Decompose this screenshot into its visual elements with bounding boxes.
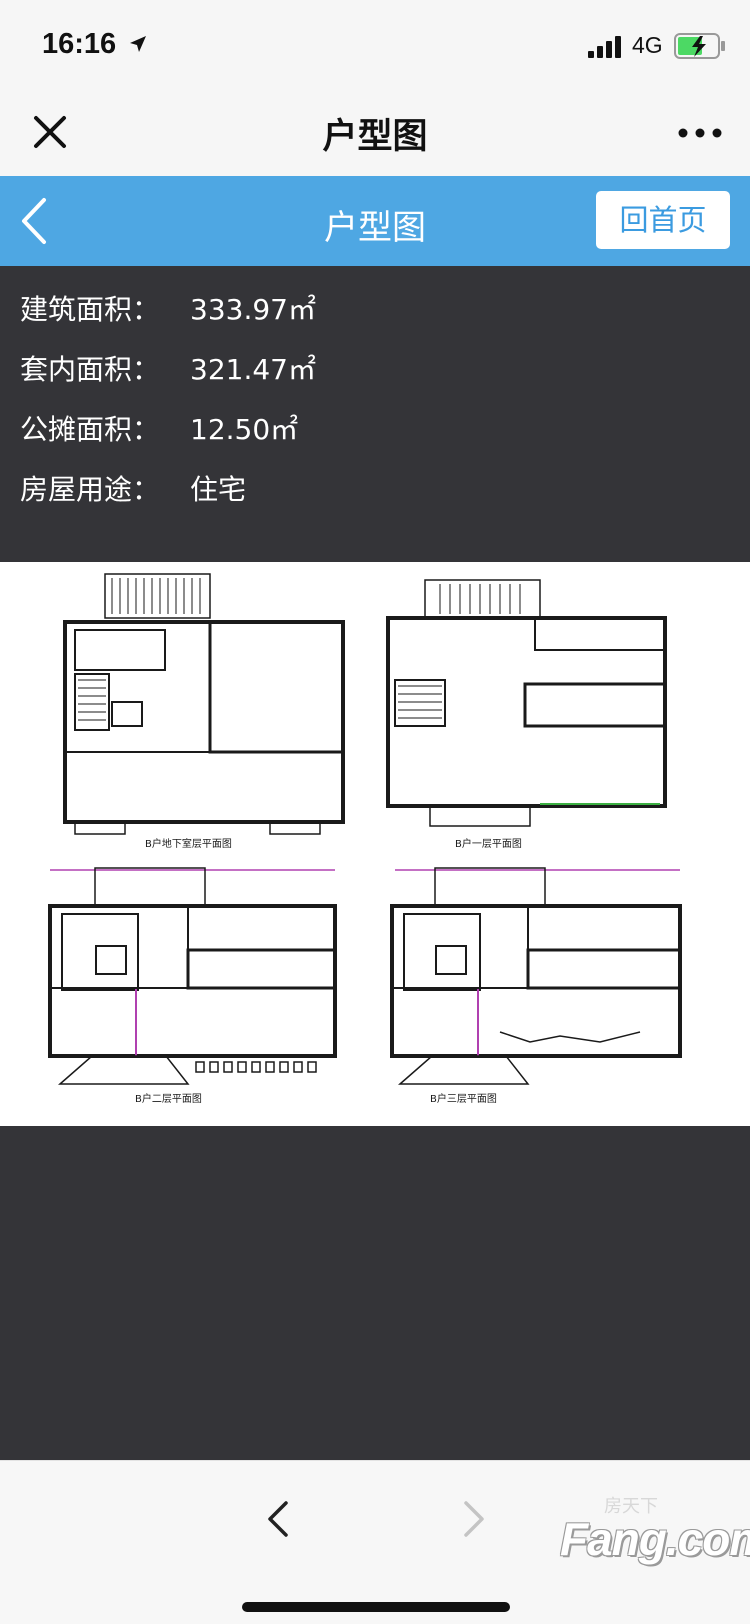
watermark-small-text: 房天下 (604, 1496, 658, 1517)
floorplan-caption: B户三层平面图 (430, 1092, 497, 1105)
info-value: 333.97㎡ (190, 293, 316, 326)
content-area: 建筑面积： 333.97㎡ 套内面积： 321.47㎡ 公摊面积： 12.50㎡… (0, 266, 750, 1460)
info-row: 房屋用途： 住宅 (20, 456, 720, 516)
floorplan-basement: B户地下室层平面图 (63, 573, 345, 850)
floorplan-third: B户三层平面图 (390, 867, 682, 1105)
close-icon[interactable] (30, 112, 70, 152)
watermark-logo: 房天下 Fang.com (560, 1492, 750, 1592)
info-value: 12.50㎡ (190, 413, 299, 446)
floorplan-first: B户一层平面图 (386, 579, 667, 850)
info-row: 公摊面积： 12.50㎡ (20, 396, 720, 456)
floorplan-caption: B户二层平面图 (135, 1092, 202, 1105)
floorplan-image: B户地下室层平面图 B户一层平面图 (0, 562, 750, 1126)
wechat-title: 户型图 (322, 117, 428, 157)
back-icon[interactable] (18, 196, 50, 246)
forward-arrow-icon (464, 1501, 484, 1537)
signal-icon (588, 36, 621, 58)
floorplan-second: B户二层平面图 (48, 867, 337, 1105)
home-button[interactable]: 回首页 (596, 191, 730, 249)
back-arrow-icon[interactable] (258, 1489, 298, 1549)
info-list: 建筑面积： 333.97㎡ 套内面积： 321.47㎡ 公摊面积： 12.50㎡… (20, 276, 720, 516)
battery-charging-icon (674, 33, 725, 59)
info-label: 公摊面积： (20, 413, 161, 446)
bottom-toolbar (0, 1460, 750, 1624)
home-indicator (242, 1602, 510, 1612)
info-label: 套内面积： (20, 353, 161, 386)
watermark-brand: Fang.com (560, 1513, 750, 1565)
network-type: 4G (632, 32, 663, 58)
status-time: 16:16 (42, 28, 117, 60)
status-bar: 16:16 4G (0, 0, 750, 88)
page-header: 户型图 回首页 (0, 176, 750, 266)
floorplan-caption: B户一层平面图 (455, 837, 522, 850)
info-row: 套内面积： 321.47㎡ (20, 336, 720, 396)
wechat-nav-bar: 户型图 (0, 88, 750, 176)
info-label: 房屋用途： (20, 473, 161, 506)
info-value: 321.47㎡ (190, 353, 316, 386)
location-arrow-icon (130, 36, 146, 52)
info-value: 住宅 (190, 473, 247, 506)
floorplan-caption: B户地下室层平面图 (145, 837, 232, 850)
more-icon[interactable] (678, 128, 722, 138)
info-label: 建筑面积： (20, 293, 161, 326)
info-row: 建筑面积： 333.97㎡ (20, 276, 720, 336)
